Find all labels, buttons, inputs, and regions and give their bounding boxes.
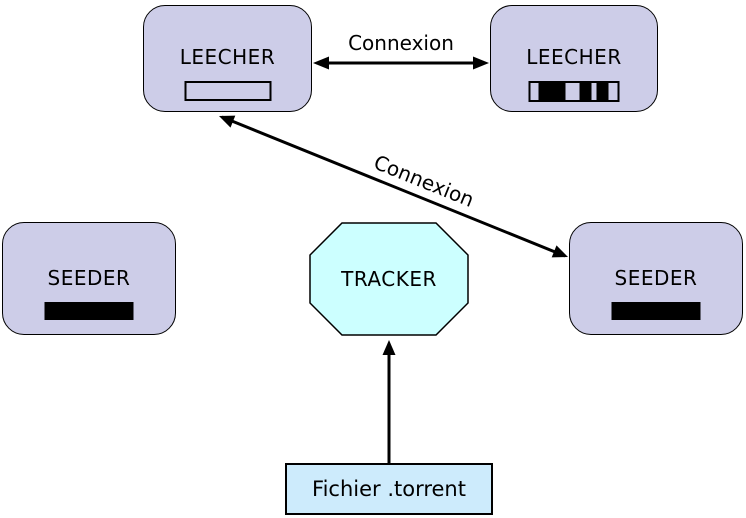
node-leecher-left: LEECHER [143,5,312,112]
seeder-right-label: SEEDER [614,266,698,290]
progress-bar-full [44,302,134,320]
node-torrent-file: Fichier .torrent [285,463,493,515]
leecher-right-label: LEECHER [526,45,622,69]
piece-downloaded [596,83,609,100]
piece-missing [609,83,618,100]
piece-downloaded [538,83,566,100]
torrent-file-label: Fichier .torrent [312,477,466,501]
file-to-tracker-arrow [382,340,396,463]
connexion-arrow-leecher-leecher [313,56,489,70]
tracker-octagon [309,222,469,336]
node-leecher-right: LEECHER [490,5,658,112]
connexion-label-top: Connexion [348,31,454,55]
connexion-arrow-leecher-seeder [219,115,568,258]
node-seeder-left: SEEDER [2,222,176,335]
piece-missing [566,83,580,100]
progress-bar-empty [184,81,271,101]
node-seeder-right: SEEDER [569,222,743,335]
node-tracker: TRACKER [310,223,468,335]
tracker-label: TRACKER [341,267,437,291]
progress-bar-full [611,302,701,320]
piece-missing [531,83,539,100]
piece-downloaded [579,83,592,100]
leecher-left-label: LEECHER [179,45,276,69]
seeder-left-label: SEEDER [47,266,131,290]
progress-bar-partial [528,81,620,102]
